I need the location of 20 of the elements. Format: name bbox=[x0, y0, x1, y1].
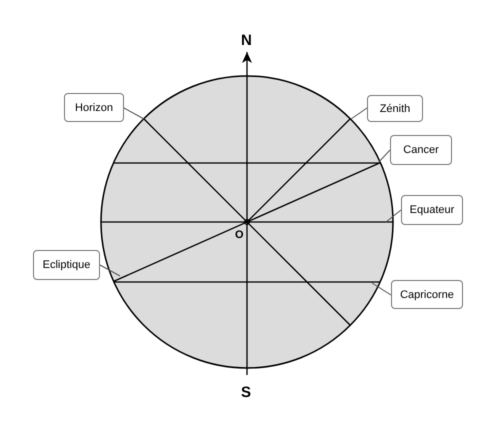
callout-label: Ecliptique bbox=[33, 250, 100, 280]
leader-line bbox=[350, 108, 368, 120]
callout-label: Horizon bbox=[64, 93, 124, 122]
tropic-line bbox=[114, 281, 380, 283]
leader-line bbox=[378, 150, 390, 164]
callout-label: Zénith bbox=[367, 95, 423, 122]
callout-label: Capricorne bbox=[391, 280, 463, 309]
north-label: N bbox=[241, 33, 252, 48]
leader-line bbox=[386, 210, 402, 222]
horizon-line bbox=[143, 118, 351, 326]
origin-label: O bbox=[235, 228, 244, 243]
equator-line bbox=[101, 221, 393, 223]
leader-line bbox=[100, 264, 120, 276]
leader-line bbox=[124, 108, 144, 120]
callout-label: Cancer bbox=[390, 135, 452, 165]
ecliptic-line bbox=[113, 162, 381, 282]
zenith-line bbox=[246, 118, 351, 222]
callout-label: Equateur bbox=[401, 195, 463, 225]
leader-line bbox=[372, 282, 392, 296]
south-label: S bbox=[241, 385, 252, 400]
